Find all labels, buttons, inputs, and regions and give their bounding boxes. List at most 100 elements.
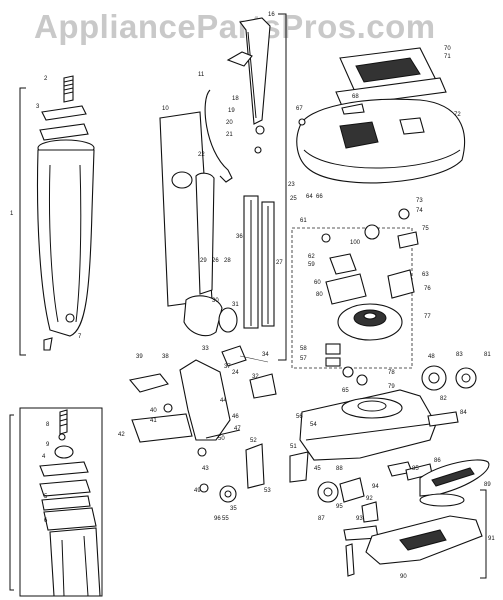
watermark: AppliancePartsPros.com [34,8,436,45]
alt-screw-8 [58,433,66,441]
hose-30 [183,295,223,337]
callout-48: 48 [428,354,435,360]
bracket-91 [480,489,487,579]
callout-34: 34 [262,352,269,358]
motor-group [291,208,419,386]
cover-grille [355,57,421,83]
alt-spring-2 [59,409,68,435]
clamp-plate-3 [41,105,87,121]
brush-bristles [431,467,475,487]
outer-bag-1 [36,149,95,337]
alt-plate-3 [39,479,91,497]
brush-holder-80 [325,273,367,305]
callout-26: 26 [212,258,219,264]
callout-16: 16 [268,12,275,18]
handle-grip-16 [239,17,271,125]
shaft-51 [289,451,309,483]
bearing-58 [325,343,341,355]
bracket-32 [221,345,247,367]
alt-plate-39 [39,461,89,477]
callout-52: 52 [250,438,257,444]
callout-55: 55 [222,516,229,522]
clamp-31 [218,307,238,333]
callout-71: 71 [444,54,451,60]
callout-6: 6 [44,518,48,524]
callout-8: 8 [46,422,50,428]
hood-group [296,47,466,184]
callout-42: 42 [118,432,125,438]
callout-4: 4 [42,454,46,460]
callout-58: 58 [300,346,307,352]
screw-43 [197,447,207,457]
callout-21: 21 [226,132,233,138]
axle-53 [245,443,265,489]
washer-65 [342,366,354,378]
callout-66: 66 [316,194,323,200]
screw-19 [321,233,331,243]
bottom-plate-opening [399,529,447,551]
callout-77: 77 [424,314,431,320]
callout-49: 49 [194,488,201,494]
washer-73 [398,208,410,220]
callout-44: 44 [220,398,227,404]
callout-11: 11 [198,72,205,78]
bag-top-plate [39,123,89,141]
callout-92: 92 [366,496,373,502]
callout-68: 68 [352,94,359,100]
callout-18: 18 [232,96,239,102]
tube-22 [195,172,215,295]
callout-87: 87 [318,516,325,522]
callout-65: 65 [342,388,349,394]
callout-27: 27 [276,260,283,266]
hood-latch [399,117,425,135]
hood-vent [339,121,379,149]
callout-29: 29 [200,258,207,264]
screw-67 [298,118,306,126]
callout-32: 32 [252,374,259,380]
callout-90: 90 [400,574,407,580]
callout-95: 95 [336,504,343,510]
hood-72 [296,98,466,184]
spring-40 [163,403,173,413]
callout-75: 75 [422,226,429,232]
callout-76: 76 [424,286,431,292]
callout-22: 22 [198,152,205,158]
callout-88: 88 [336,466,343,472]
bearing-57 [325,357,341,367]
callout-47: 47 [234,426,241,432]
callout-67: 67 [296,106,303,112]
callout-84: 84 [460,410,467,416]
alt-bag-assembly-group [9,407,103,597]
latch-68 [341,103,365,115]
alt-bag-6 [49,527,101,597]
callout-60: 60 [314,280,321,286]
callout-2: 2 [44,76,48,82]
callout-82: 82 [440,396,447,402]
washer-66 [356,374,368,386]
callout-81: 81 [484,352,491,358]
clip-75 [397,231,419,249]
handle-bracket-11 [226,51,253,67]
callout-89: 89 [484,482,491,488]
wheel-bracket-54 [339,477,365,503]
callout-23: 23 [288,182,295,188]
rear-wheel-83 [455,367,477,389]
callout-50: 50 [218,436,225,442]
callout-10: 10 [162,106,169,112]
callout-28: 28 [224,258,231,264]
base-fan-chamber [341,397,403,419]
callout-41: 41 [150,418,157,424]
callout-38: 38 [162,354,169,360]
front-wheel-45 [317,481,339,503]
bracket-25 [278,13,287,361]
callout-100: 100 [350,240,361,246]
screw-92 [361,501,379,523]
rear-wheel-48 [421,365,447,391]
callout-3: 3 [36,104,40,110]
callout-56: 56 [296,414,303,420]
callout-35: 35 [230,506,237,512]
callout-25: 25 [290,196,297,202]
callout-51: 51 [290,444,297,450]
callout-62: 62 [308,254,315,260]
base-group [299,365,477,577]
